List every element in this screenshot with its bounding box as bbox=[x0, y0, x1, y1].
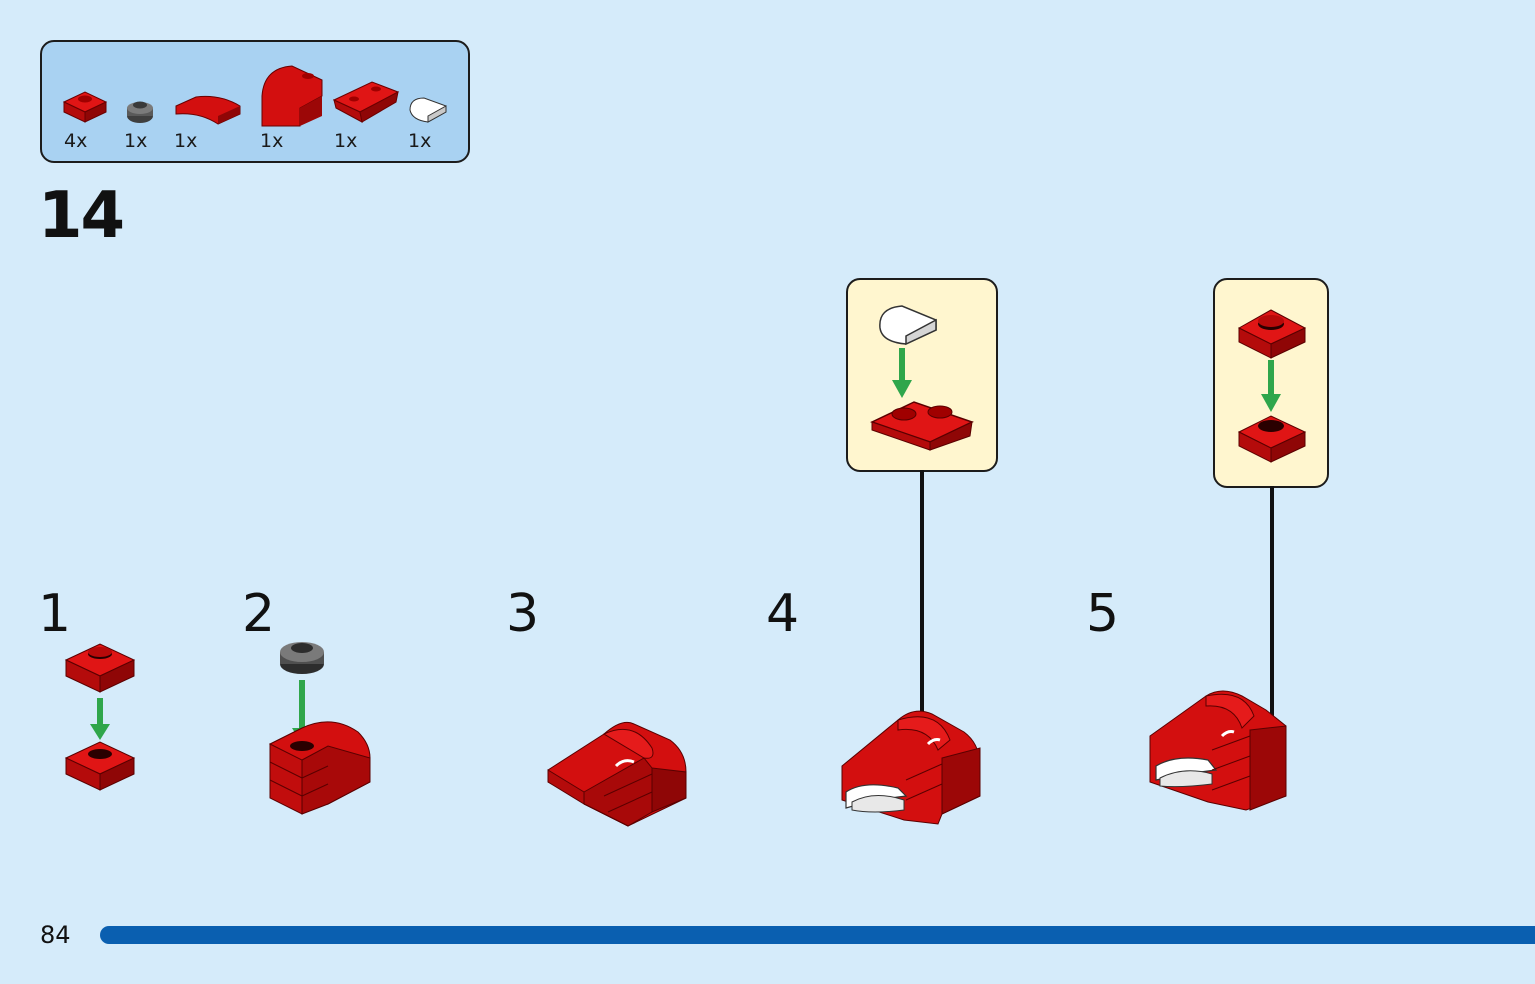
red-inverted-slope-plate-icon bbox=[332, 81, 400, 123]
red-arch-bow-icon bbox=[261, 65, 323, 127]
red-inverted-slope-plate bbox=[870, 401, 974, 451]
part-count-2: 1x bbox=[124, 130, 148, 152]
substep-number-4: 4 bbox=[766, 584, 800, 644]
page-number: 84 bbox=[40, 921, 71, 949]
grey-stud bbox=[280, 642, 324, 674]
red-curved-slope-icon bbox=[175, 95, 241, 125]
substep-2-illustration bbox=[268, 642, 371, 815]
green-arrow bbox=[1261, 360, 1281, 412]
red-1x1-round-plate-icon bbox=[62, 91, 108, 123]
callout-4-illustration bbox=[870, 305, 974, 451]
dark-grey-round-stud-icon bbox=[127, 101, 153, 123]
substep-3-illustration bbox=[547, 721, 687, 827]
substep-4-illustration bbox=[841, 710, 981, 825]
substep-number-1: 1 bbox=[38, 584, 72, 644]
callout-substep-5 bbox=[1213, 278, 1329, 488]
part-count-6: 1x bbox=[408, 130, 432, 152]
red-plate-bottom bbox=[1237, 415, 1307, 463]
substep-5-illustration bbox=[1149, 690, 1287, 811]
white-rounded-tile-icon bbox=[409, 97, 447, 123]
green-arrow bbox=[892, 348, 912, 398]
part-count-5: 1x bbox=[334, 130, 358, 152]
step-number: 14 bbox=[38, 179, 125, 253]
part-count-1: 4x bbox=[64, 130, 88, 152]
red-plate-top bbox=[64, 643, 136, 693]
part-count-4: 1x bbox=[260, 130, 284, 152]
substep-number-3: 3 bbox=[506, 584, 540, 644]
substep-1-illustration bbox=[64, 643, 136, 791]
progress-bar bbox=[100, 926, 1535, 944]
red-assembly bbox=[268, 721, 371, 815]
callout-5-illustration bbox=[1237, 309, 1307, 463]
callout-substep-4 bbox=[846, 278, 998, 472]
white-rounded-tile bbox=[879, 305, 937, 346]
substep-number-5: 5 bbox=[1086, 584, 1120, 644]
red-plate-bottom bbox=[64, 741, 136, 791]
red-plate-top bbox=[1237, 309, 1307, 359]
progress-bar-fill bbox=[100, 926, 1535, 944]
green-arrow bbox=[90, 698, 110, 740]
part-count-3: 1x bbox=[174, 130, 198, 152]
parts-list-box: 4x 1x 1x 1x 1x 1x bbox=[40, 40, 470, 163]
substep-number-2: 2 bbox=[242, 584, 276, 644]
